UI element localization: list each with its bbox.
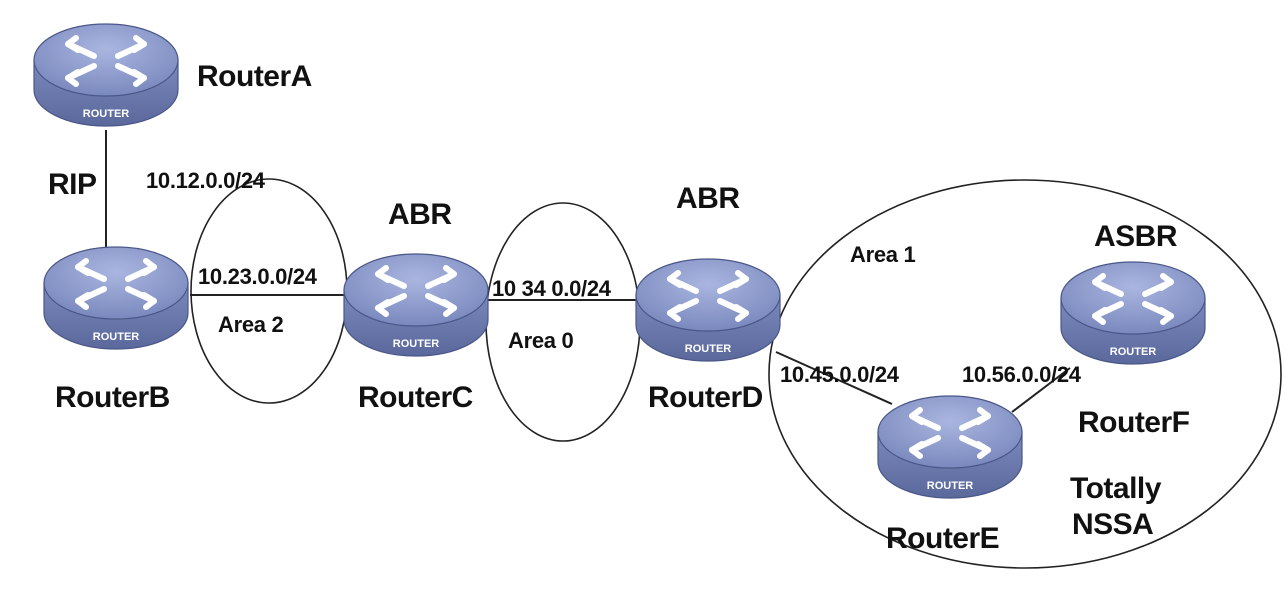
- area-1-type-line1: Totally: [1070, 472, 1161, 505]
- area-0-boundary: [485, 202, 641, 442]
- router-d-label: RouterD: [648, 381, 763, 414]
- router-a-label: RouterA: [197, 60, 312, 93]
- router-e-badge: ROUTER: [927, 480, 974, 492]
- link-d-e: [775, 351, 893, 405]
- area-2-boundary: [190, 178, 348, 404]
- link-e-f: [1011, 367, 1071, 413]
- link-cd-subnet: 10 34 0.0/24: [492, 276, 611, 301]
- router-d-icon: ROUTER: [636, 259, 780, 361]
- router-e-icon: ROUTER: [878, 396, 1022, 498]
- area-2-label: Area 2: [218, 312, 284, 337]
- area-1-type-line2: NSSA: [1072, 508, 1154, 541]
- protocol-label: RIP: [48, 168, 97, 201]
- router-a-icon: ROUTER: [34, 24, 178, 126]
- link-ab-subnet: 10.12.0.0/24: [146, 168, 265, 193]
- router-b-icon: ROUTER: [44, 247, 188, 349]
- link-bc-subnet: 10.23.0.0/24: [198, 264, 317, 289]
- area-1-boundary: [768, 179, 1282, 569]
- router-c-role: ABR: [388, 198, 452, 231]
- area-1-label: Area 1: [850, 242, 916, 267]
- router-b-label: RouterB: [55, 381, 170, 414]
- router-c-icon: ROUTER: [344, 254, 488, 356]
- link-ef-subnet: 10.56.0.0/24: [962, 362, 1081, 387]
- router-d-badge: ROUTER: [685, 343, 732, 355]
- router-c-badge: ROUTER: [393, 338, 440, 350]
- router-e-label: RouterE: [886, 522, 1000, 555]
- router-b-badge: ROUTER: [93, 331, 140, 343]
- router-f-role: ASBR: [1094, 220, 1178, 253]
- router-f-badge: ROUTER: [1110, 346, 1157, 358]
- router-f-icon: ROUTER: [1061, 262, 1205, 364]
- router-c-label: RouterC: [358, 381, 473, 414]
- router-d-role: ABR: [676, 182, 740, 215]
- router-a-badge: ROUTER: [83, 108, 130, 120]
- router-f-label: RouterF: [1078, 406, 1190, 439]
- area-0-label: Area 0: [508, 328, 574, 353]
- link-de-subnet: 10.45.0.0/24: [780, 362, 899, 387]
